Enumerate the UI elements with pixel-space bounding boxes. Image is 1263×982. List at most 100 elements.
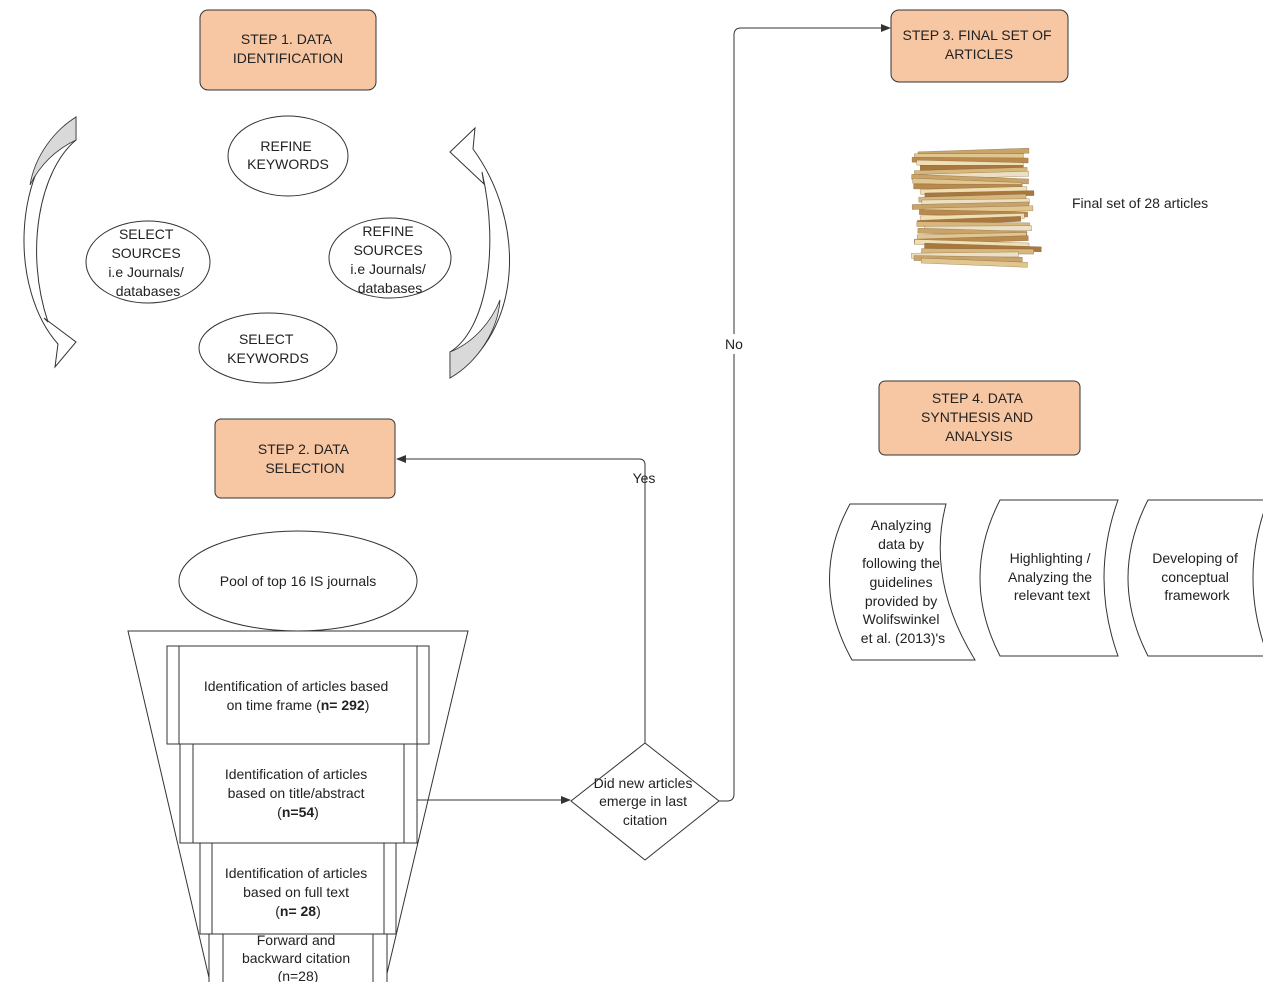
svg-text:SELECT KEYWORDS: SELECT KEYWORDS (227, 331, 309, 366)
card1-line4: guidelines (870, 574, 933, 590)
step1-label-line2: IDENTIFICATION (233, 50, 343, 66)
step4-label-line2: SYNTHESIS AND (921, 409, 1033, 425)
refine-sources-line1: REFINE (362, 223, 413, 239)
analysis-card-analyzing: Analyzing data by following the guidelin… (829, 503, 976, 661)
select-sources-line1: SELECT (119, 226, 174, 242)
level2-line2: based on title/abstract (228, 785, 365, 801)
svg-text:Identification of articles bas: Identification of articles based on time… (204, 678, 392, 713)
funnel-outline (127, 630, 469, 982)
card1-line6: Wolifswinkel (863, 611, 940, 627)
step2-label-line1: STEP 2. DATA (258, 441, 350, 457)
svg-text:Identification of articles: Identification of articles based on titl… (225, 766, 371, 820)
yes-label: Yes (633, 470, 656, 486)
refine-sources-line3: i.e Journals/ (350, 261, 426, 277)
svg-text:Forward and backward cit: Forward and backward citation (n=28) (242, 932, 354, 982)
refine-sources-line2: SOURCES (353, 242, 422, 258)
refine-sources-line4: databases (358, 280, 423, 296)
card1-line5: provided by (865, 593, 937, 609)
select-sources-line4: databases (116, 283, 181, 299)
level3-open: ( (275, 903, 280, 919)
step4-label-line3: ANALYSIS (945, 428, 1012, 444)
card1-line1: Analyzing (871, 517, 932, 533)
step3-label-line1: STEP 3. FINAL SET OF (902, 27, 1051, 43)
level4-line2: backward citation (242, 950, 350, 966)
select-keywords-line1: SELECT (239, 331, 294, 347)
decision-line2: emerge in last (599, 793, 687, 809)
card3-line3: framework (1164, 587, 1230, 603)
select-keywords-line2: KEYWORDS (227, 350, 309, 366)
decision-node: Did new articles emerge in last citation (570, 742, 720, 861)
decision-line1: Did new articles (594, 775, 693, 791)
funnel-level-title-abstract: Identification of articles based on titl… (179, 743, 418, 844)
level2-close: ) (314, 804, 319, 820)
funnel-level-citation: Forward and backward citation (n=28) (208, 932, 388, 982)
level2-line1: Identification of articles (225, 766, 367, 782)
decision-line3: citation (623, 812, 667, 828)
yes-edge (396, 455, 646, 743)
level3-close: ) (316, 903, 321, 919)
svg-text:Developing of conceptual: Developing of conceptual framework (1152, 550, 1242, 603)
left-curved-arrow-icon (23, 115, 77, 369)
refine-keywords-line2: KEYWORDS (247, 156, 329, 172)
left-curved-arrow-shade (29, 116, 77, 186)
refine-keywords-node: REFINE KEYWORDS (227, 115, 349, 197)
svg-text:REFINE KEYWORDS: REFINE KEYWORDS (247, 138, 329, 172)
card2-line1: Highlighting / (1010, 550, 1091, 566)
svg-text:STEP 1. DATA IDENTIFICAT: STEP 1. DATA IDENTIFICATION (233, 31, 343, 66)
svg-text:Highlighting / Analyzing: Highlighting / Analyzing the relevant te… (1008, 550, 1096, 603)
step2-box: STEP 2. DATA SELECTION (214, 418, 396, 499)
level1-count: n= 292 (321, 697, 365, 713)
funnel-level-time-frame: Identification of articles based on time… (166, 645, 430, 745)
level1-line2: on time frame ( (227, 697, 321, 713)
final-set-label: Final set of 28 articles (1072, 195, 1208, 211)
analysis-card-framework: Developing of conceptual framework (1127, 499, 1263, 657)
select-sources-node: SELECT SOURCES i.e Journals/ databases (85, 220, 211, 304)
refine-sources-node: REFINE SOURCES i.e Journals/ databases (328, 217, 452, 299)
svg-text:STEP 3. FINAL SET OF ART: STEP 3. FINAL SET OF ARTICLES (902, 27, 1055, 62)
level4-line1: Forward and (257, 932, 336, 948)
step4-box: STEP 4. DATA SYNTHESIS AND ANALYSIS (878, 380, 1081, 456)
no-edge (719, 24, 891, 802)
card2-line2: Analyzing the (1008, 569, 1092, 585)
step4-label-line1: STEP 4. DATA (932, 390, 1024, 406)
level2-count: n=54 (282, 804, 315, 820)
level3-count: n= 28 (280, 903, 316, 919)
svg-text:Did new articles emerge: Did new articles emerge in last citation (594, 775, 697, 828)
card3-line2: conceptual (1161, 569, 1229, 585)
step2-label-line2: SELECTION (265, 460, 344, 476)
svg-text:STEP 2. DATA SELECTION: STEP 2. DATA SELECTION (258, 441, 352, 476)
level1-close: ) (365, 697, 370, 713)
card2-line3: relevant text (1014, 587, 1090, 603)
svg-text:SELECT SOURCES i.e: SELECT SOURCES i.e Journals/ databases (108, 226, 187, 299)
svg-text:Analyzing data by: Analyzing data by following the guidelin… (861, 517, 945, 646)
step1-box: STEP 1. DATA IDENTIFICATION (199, 9, 377, 91)
level3-line2: based on full text (243, 884, 349, 900)
right-curved-arrow-shade (449, 299, 501, 379)
select-sources-line3: i.e Journals/ (108, 264, 184, 280)
level3-line1: Identification of articles (225, 865, 367, 881)
card1-line7: et al. (2013)'s (861, 630, 945, 646)
paper-sheet (920, 257, 1028, 268)
svg-text:REFINE SOURCES i.e: REFINE SOURCES i.e Journals/ databases (350, 223, 429, 296)
funnel-level-full-text: Identification of articles based on full… (199, 842, 397, 935)
analysis-card-highlighting: Highlighting / Analyzing the relevant te… (979, 499, 1119, 657)
svg-text:Identification of articles: Identification of articles based on full… (225, 865, 371, 919)
svg-text:STEP 4. DATA SYNTHESIS A: STEP 4. DATA SYNTHESIS AND ANALYSIS (921, 390, 1037, 444)
pool-node: Pool of top 16 IS journals (178, 530, 418, 632)
paper-stack-icon (911, 148, 1042, 268)
pool-label: Pool of top 16 IS journals (220, 573, 376, 589)
step1-label-line1: STEP 1. DATA (241, 31, 333, 47)
step3-label-line2: ARTICLES (945, 46, 1013, 62)
level4-line3: (n=28) (278, 968, 319, 982)
step3-box: STEP 3. FINAL SET OF ARTICLES (890, 9, 1069, 83)
select-keywords-node: SELECT KEYWORDS (198, 312, 338, 384)
no-label: No (725, 336, 743, 352)
card1-line2: data by (878, 536, 924, 552)
card3-line1: Developing of (1152, 550, 1238, 566)
card1-line3: following the (862, 555, 940, 571)
level2-open: ( (277, 804, 282, 820)
select-sources-line2: SOURCES (111, 245, 180, 261)
level1-line1: Identification of articles based (204, 678, 388, 694)
